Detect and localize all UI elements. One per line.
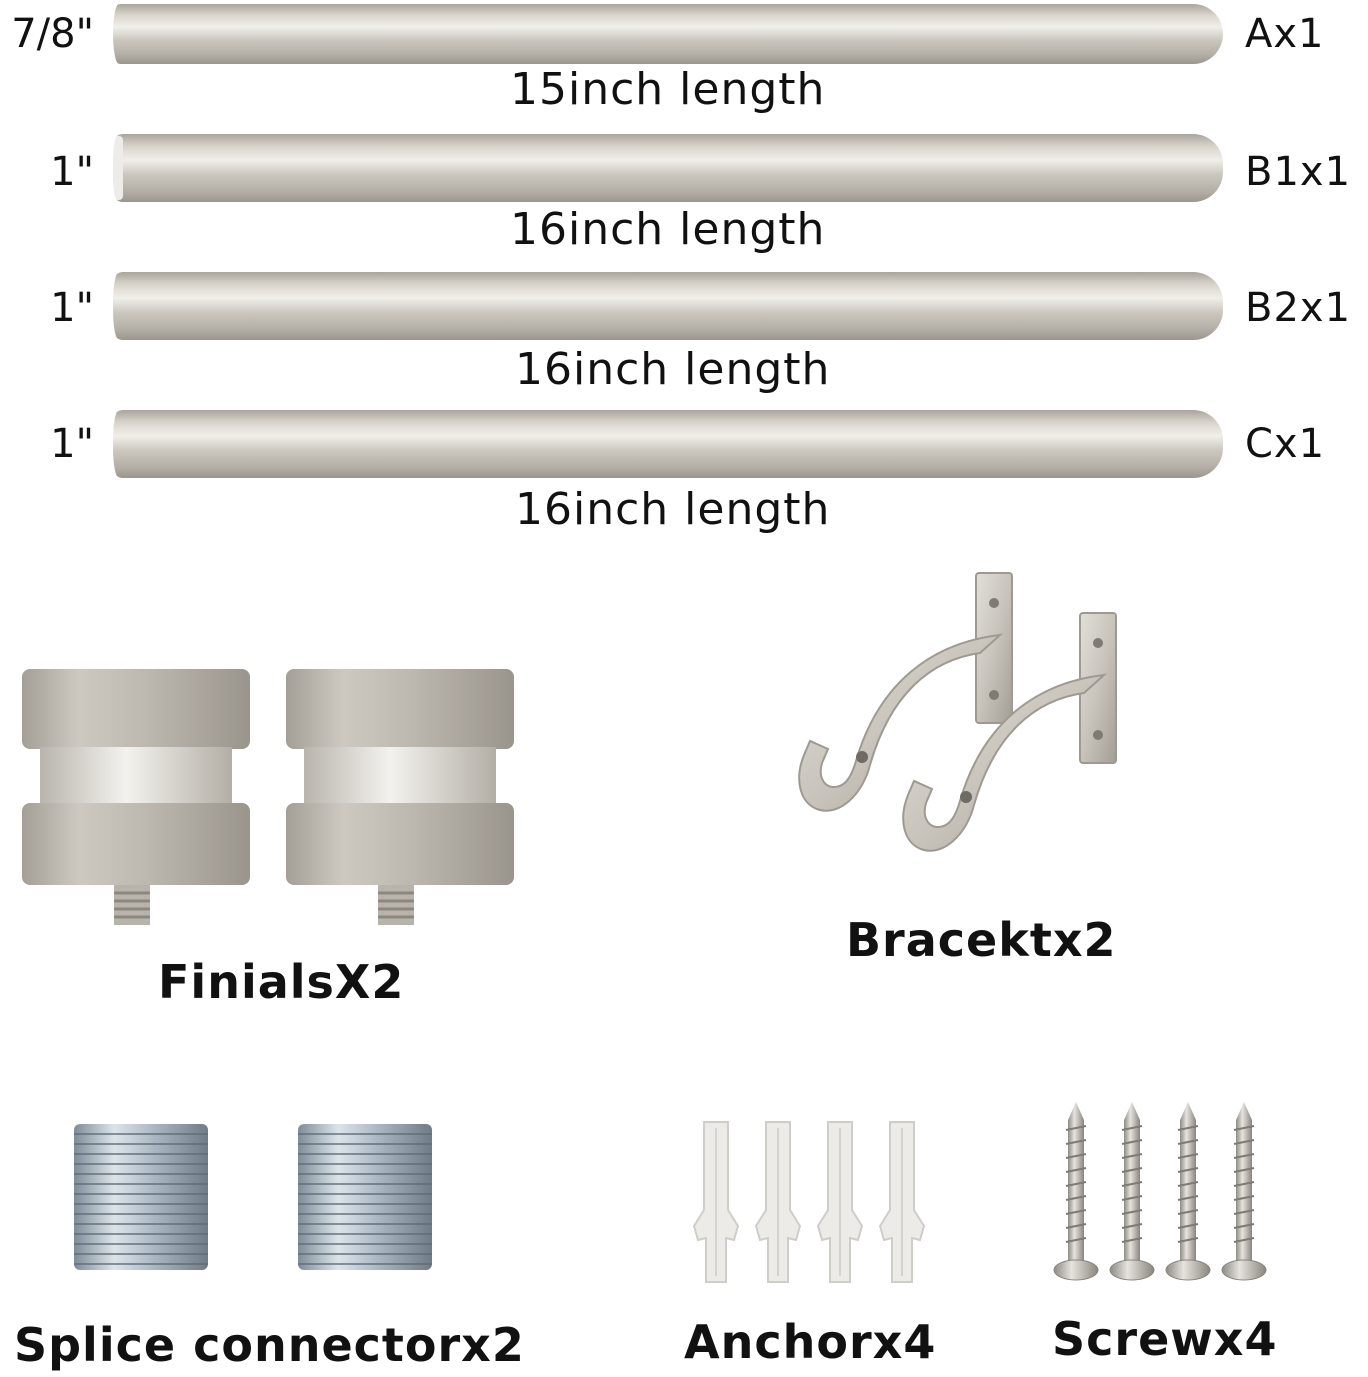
finial-icon	[22, 669, 250, 925]
screw-label: Screwx4	[1052, 1312, 1278, 1366]
rod-a-length: 15inch length	[510, 64, 826, 115]
rod-b1-code: B1x1	[1245, 149, 1352, 195]
rod-b1-diameter: 1"	[50, 149, 94, 195]
rod-c-diameter: 1"	[50, 421, 94, 467]
bracket-icon	[798, 572, 1013, 812]
anchor-icon	[816, 1121, 864, 1283]
rod-b2-length: 16inch length	[515, 344, 831, 395]
rod-b2-diameter: 1"	[50, 285, 94, 331]
brackets-image	[798, 572, 1117, 852]
screw-icon	[1109, 1102, 1155, 1281]
splice-connector-icon	[298, 1124, 432, 1270]
screws-image	[1053, 1102, 1267, 1281]
finial-icon	[286, 669, 514, 925]
rod-c-image	[113, 410, 1223, 478]
finials-image	[22, 669, 514, 925]
screw-icon	[1165, 1102, 1211, 1281]
screw-icon	[1053, 1102, 1099, 1281]
splice-connector-label: Splice connectorx2	[14, 1318, 525, 1372]
rod-c-code: Cx1	[1245, 421, 1326, 467]
finials-label: FinialsX2	[158, 955, 405, 1009]
rod-b2-code: B2x1	[1245, 285, 1352, 331]
screw-icon	[1221, 1102, 1267, 1281]
splice-connectors-image	[74, 1124, 432, 1270]
rod-a-diameter: 7/8"	[11, 11, 94, 57]
anchor-icon	[692, 1121, 740, 1283]
anchor-icon	[754, 1121, 802, 1283]
rod-b2: 1" B2x1 16inch length	[0, 272, 1368, 410]
rod-b2-image	[113, 272, 1223, 340]
bracket-icon	[902, 612, 1117, 852]
rod-b1-image	[113, 134, 1223, 202]
splice-connector-icon	[74, 1124, 208, 1270]
anchors-image	[692, 1121, 926, 1283]
rod-c-length: 16inch length	[515, 484, 831, 535]
rod-c: 1" Cx1 16inch length	[0, 410, 1368, 550]
rod-a-code: Ax1	[1245, 11, 1325, 57]
anchor-icon	[878, 1121, 926, 1283]
bracket-label: Bracektx2	[846, 913, 1117, 967]
rod-b1: 1" B1x1 16inch length	[0, 134, 1368, 270]
rod-b1-length: 16inch length	[510, 204, 826, 255]
rod-a-image	[113, 4, 1223, 64]
anchor-label: Anchorx4	[684, 1315, 937, 1369]
rod-a: 7/8" Ax1 15inch length	[0, 0, 1368, 130]
